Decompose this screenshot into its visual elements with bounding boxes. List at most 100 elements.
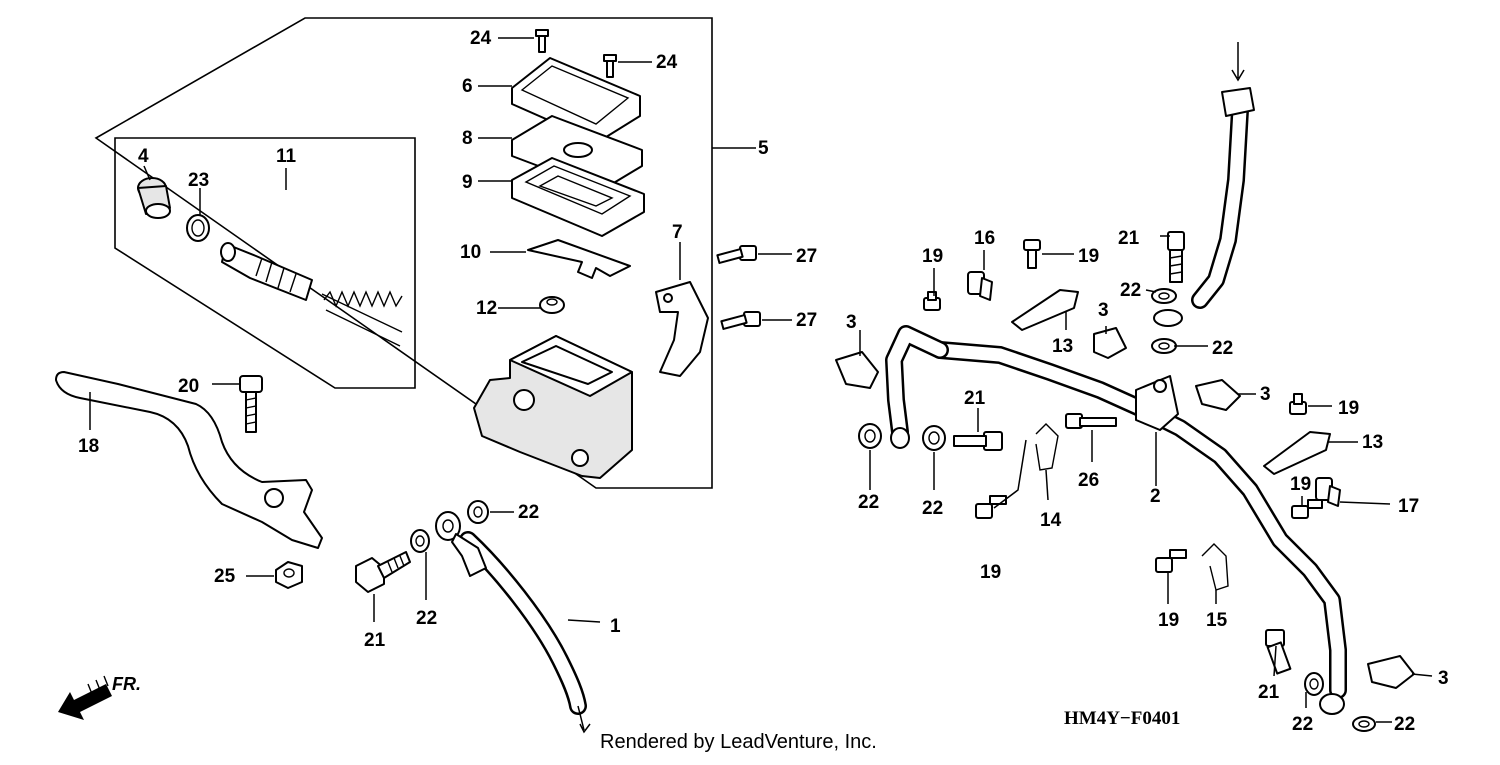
circlip [186,214,210,242]
piston-spring [323,290,403,308]
callout-12: 12 [476,298,497,319]
flange-bolt-27-lower [720,311,761,330]
callout-22: 22 [922,498,943,519]
callout-19: 19 [1338,398,1359,419]
callout-5: 5 [758,138,769,159]
flange-bolt [1023,239,1041,269]
callout-22: 22 [1292,714,1313,735]
callout-19: 19 [922,246,943,267]
callout-21: 21 [364,630,386,651]
callout-15: 15 [1206,610,1228,631]
callout-18: 18 [78,436,99,457]
drawing-code: HM4Y−F0401 [1064,708,1180,729]
sealing-washer [922,425,946,451]
callout-27: 27 [796,246,817,267]
hose-sealing-washer [467,500,489,524]
callout-17: 17 [1398,496,1419,517]
pipe-stay [1011,289,1079,331]
callout-25: 25 [214,566,236,587]
master-cylinder-holder [655,281,709,377]
callout-22: 22 [518,502,539,523]
callout-19: 19 [1290,474,1311,495]
callout-24: 24 [656,52,678,73]
callout-27: 27 [796,310,817,331]
pipe-clamp [1195,379,1241,411]
oil-bolt [1167,231,1185,283]
callout-19: 19 [1158,610,1179,631]
callout-22: 22 [416,608,437,629]
piston-boot [137,177,171,219]
float-plate [527,239,631,279]
callout-2: 2 [1150,486,1161,507]
master-cylinder-assembly-boundary [94,17,713,489]
flange-bolt [1155,549,1187,573]
three-way-joint [1135,375,1179,431]
sealing-washer [858,423,882,449]
callout-13: 13 [1362,432,1383,453]
sealing-washer [1304,672,1324,696]
pipe-clip [1035,423,1059,471]
flange-bolt [975,495,1007,519]
direction-label: FR. [112,674,141,694]
callout-22: 22 [1212,338,1233,359]
callout-3: 3 [846,312,857,333]
pipe-grommet [967,271,993,301]
callout-3: 3 [1438,668,1449,689]
flange-bolt-long [1065,413,1117,429]
callout-22: 22 [858,492,879,513]
lever-pivot-nut [275,561,303,589]
callout-19: 19 [980,562,1001,583]
callout-24: 24 [470,28,492,49]
callout-13: 13 [1052,336,1073,357]
flange-bolt [923,291,941,311]
hose-sealing-washer [410,529,430,553]
oil-bolt [953,431,1003,451]
callout-20: 20 [178,376,199,397]
callout-16: 16 [974,228,995,249]
screw-24-right [603,54,617,78]
flange-bolt [1291,499,1323,519]
callout-3: 3 [1260,384,1271,405]
pipe-clip [1201,543,1229,591]
screw-24-top [535,29,549,53]
front-direction-arrow-icon [58,675,112,720]
pipe-clamp [835,351,879,389]
callout-6: 6 [462,76,473,97]
callout-8: 8 [462,128,473,149]
flange-bolt-27-upper [716,245,757,264]
sealing-washer [1151,338,1177,354]
piston [220,242,313,301]
pipe-grommet [1315,477,1341,507]
callout-22: 22 [1394,714,1415,735]
callout-14: 14 [1040,510,1062,531]
brake-lever [55,371,323,549]
pipe-clamp [1367,655,1415,689]
diaphragm [511,157,645,237]
pipe-end-fitting [890,427,910,449]
callout-7: 7 [672,222,683,243]
oil-bolt [1265,629,1292,675]
callout-1: 1 [610,616,621,637]
sealing-washer [1151,288,1177,304]
callout-4: 4 [138,146,149,167]
pipe-end-fitting [1319,693,1345,715]
render-credit: Rendered by LeadVenture, Inc. [600,731,877,753]
lever-pivot-bolt [239,375,263,433]
callout-10: 10 [460,242,481,263]
callout-labels: 1 2 3 3 3 3 4 5 6 7 8 9 10 11 12 13 13 1… [78,28,1449,735]
callout-11: 11 [276,146,297,167]
sealing-washer [1352,716,1376,732]
piston-set-boundary [114,137,416,389]
callout-23: 23 [188,170,209,191]
reservoir-cap [511,57,641,143]
pipe-clamp [1093,327,1127,359]
callout-21: 21 [1258,682,1280,703]
pipe-stay [1263,431,1331,475]
flange-bolt [1289,393,1307,415]
leader-lines [89,37,1433,723]
callout-22: 22 [1120,280,1141,301]
oil-bolt [355,551,411,593]
callout-19: 19 [1078,246,1099,267]
